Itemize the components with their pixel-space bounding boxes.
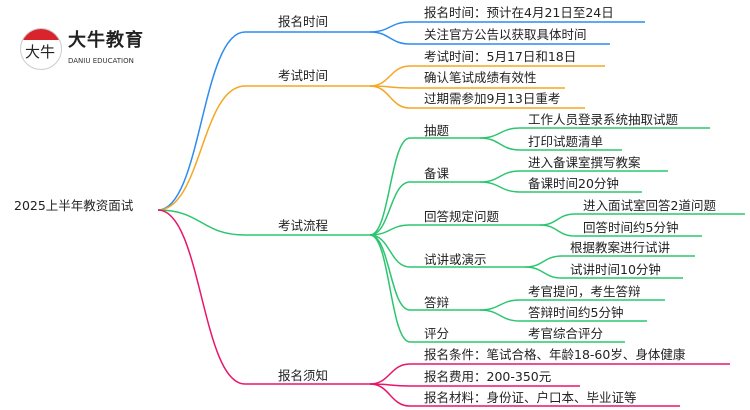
step[interactable]: 备课	[424, 166, 450, 181]
leaf[interactable]: 备课时间20分钟	[528, 176, 619, 191]
connector	[157, 85, 370, 211]
connector	[157, 209, 370, 385]
branch-registration-notes[interactable]: 报名须知	[278, 368, 329, 383]
brand-subtitle: DANIU EDUCATION	[68, 57, 134, 65]
step[interactable]: 评分	[424, 326, 450, 341]
leaf[interactable]: 试讲时间10分钟	[570, 262, 661, 277]
leaf[interactable]: 确认笔试成绩有效性	[424, 70, 537, 85]
connector	[369, 363, 730, 385]
leaf[interactable]: 根据教案进行试讲	[570, 240, 671, 255]
connector	[479, 170, 668, 183]
root-node[interactable]: 2025上半年教资面试	[14, 198, 134, 213]
connector	[479, 309, 647, 322]
connector	[157, 209, 370, 236]
connector	[369, 181, 480, 236]
leaf[interactable]: 报名费用：200-350元	[424, 369, 552, 384]
connector	[479, 181, 642, 193]
step[interactable]: 回答规定问题	[424, 209, 500, 224]
logo-glyph: 大牛	[25, 43, 56, 61]
connector	[539, 224, 702, 237]
leaf[interactable]: 答辩时间约5分钟	[528, 305, 624, 320]
leaf[interactable]: 进入面试室回答2道问题	[583, 198, 716, 213]
leaf[interactable]: 工作人员登录系统抽取试题	[528, 112, 679, 127]
logo-icon: 大牛	[20, 28, 62, 70]
leaf[interactable]: 关注官方公告以获取具体时间	[424, 27, 587, 42]
connector	[369, 234, 625, 343]
leaf[interactable]: 报名时间：预计在4月21日至24日	[424, 5, 614, 20]
connector	[369, 383, 580, 387]
leaf[interactable]: 报名条件：笔试合格、年龄18-60岁、身体健康	[424, 347, 686, 362]
logo-cap	[21, 29, 61, 40]
connector	[369, 224, 540, 236]
branch-exam-time[interactable]: 考试时间	[278, 68, 329, 83]
step[interactable]: 抽题	[424, 123, 450, 138]
connector	[479, 137, 622, 151]
step[interactable]: 试讲或演示	[424, 252, 487, 267]
leaf[interactable]: 回答时间约5分钟	[583, 220, 679, 235]
connector	[369, 137, 480, 236]
leaf[interactable]: 考试时间：5月17日和18日	[424, 49, 577, 64]
connector	[369, 85, 585, 109]
leaf[interactable]: 报名材料：身份证、户口本、毕业证等	[424, 390, 637, 405]
step[interactable]: 答辩	[424, 295, 450, 310]
leaf[interactable]: 打印试题清单	[528, 134, 604, 149]
connector	[369, 383, 680, 407]
connector	[524, 266, 683, 279]
branch-registration-time[interactable]: 报名时间	[278, 14, 329, 29]
leaf[interactable]: 过期需参加9月13日重考	[424, 91, 561, 106]
connector	[369, 31, 610, 45]
brand-name: 大牛教育	[68, 30, 144, 51]
connector	[369, 85, 565, 89]
connector	[369, 234, 525, 268]
connector	[157, 31, 370, 211]
branch-exam-process[interactable]: 考试流程	[278, 218, 329, 233]
connector	[369, 65, 605, 87]
leaf[interactable]: 考官综合评分	[528, 326, 604, 341]
leaf[interactable]: 进入备课室撰写教案	[528, 155, 641, 170]
leaf[interactable]: 考官提问，考生答辩	[528, 284, 641, 299]
